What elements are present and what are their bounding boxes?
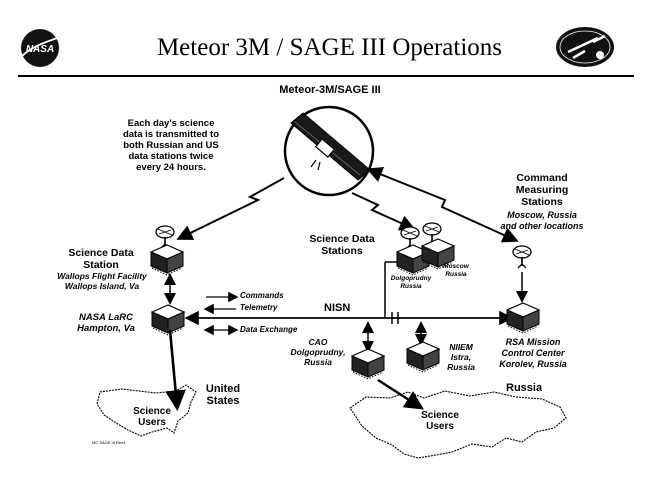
russia-science-users: Science Users (421, 410, 459, 432)
larc-label: NASA LaRC Hampton, Va (77, 312, 135, 334)
command-stations-location: Moscow, Russia and other locations (500, 210, 584, 231)
page-title: Meteor 3M / SAGE III Operations (156, 34, 503, 61)
transmission-note: Each day's science data is transmitted t… (122, 118, 220, 173)
rsa-computer-icon (506, 302, 540, 334)
rsa-label: RSA Mission Control Center Korolev, Russ… (499, 337, 567, 369)
data-exchange-label: Data Exchange (240, 325, 298, 334)
command-station-icon (512, 245, 532, 269)
dolgoprudny-label: Dolgoprudny Russia (390, 275, 432, 290)
larc-users-arrow (165, 329, 186, 412)
header-divider (18, 75, 634, 77)
commands-label: Commands (240, 291, 284, 300)
larc-computer-icon (151, 304, 185, 336)
niiem-computer-icon (406, 341, 440, 373)
moscow-label: Moscow Russia (443, 263, 469, 278)
us-region-label: United States (205, 383, 241, 407)
downlink-russia-arrow (351, 192, 416, 231)
command-link-arrow (366, 167, 519, 243)
footnote: MC SAGE III Rev4 (92, 440, 126, 445)
command-stations-label: Command Measuring Stations (515, 172, 569, 208)
nisn-label: NISN (324, 302, 351, 314)
sds-us-location: Wallops Flight Facility Wallops Island, … (57, 271, 147, 291)
cao-computer-icon (351, 348, 385, 380)
satellite-icon (283, 105, 375, 197)
cao-users-arrow (377, 378, 425, 410)
nasa-logo-text: NASA (26, 44, 54, 55)
telemetry-label: Telemetry (240, 303, 278, 312)
satellite-label: Meteor-3M/SAGE III (279, 84, 381, 96)
us-science-users: Science Users (133, 406, 171, 428)
wallops-station-icon (150, 225, 184, 276)
sds-us-label: Science Data Station (68, 247, 134, 271)
cao-label: CAO Dolgoprudny, Russia (290, 337, 346, 367)
sds-russia-label: Science Data Stations (309, 233, 375, 257)
downlink-us-arrow (176, 177, 285, 240)
niiem-label: NIIEM Istra, Russia (447, 342, 475, 372)
russia-region-label: Russia (506, 382, 543, 394)
nasa-logo-icon: NASA (21, 29, 63, 67)
mission-patch-icon (556, 27, 614, 67)
